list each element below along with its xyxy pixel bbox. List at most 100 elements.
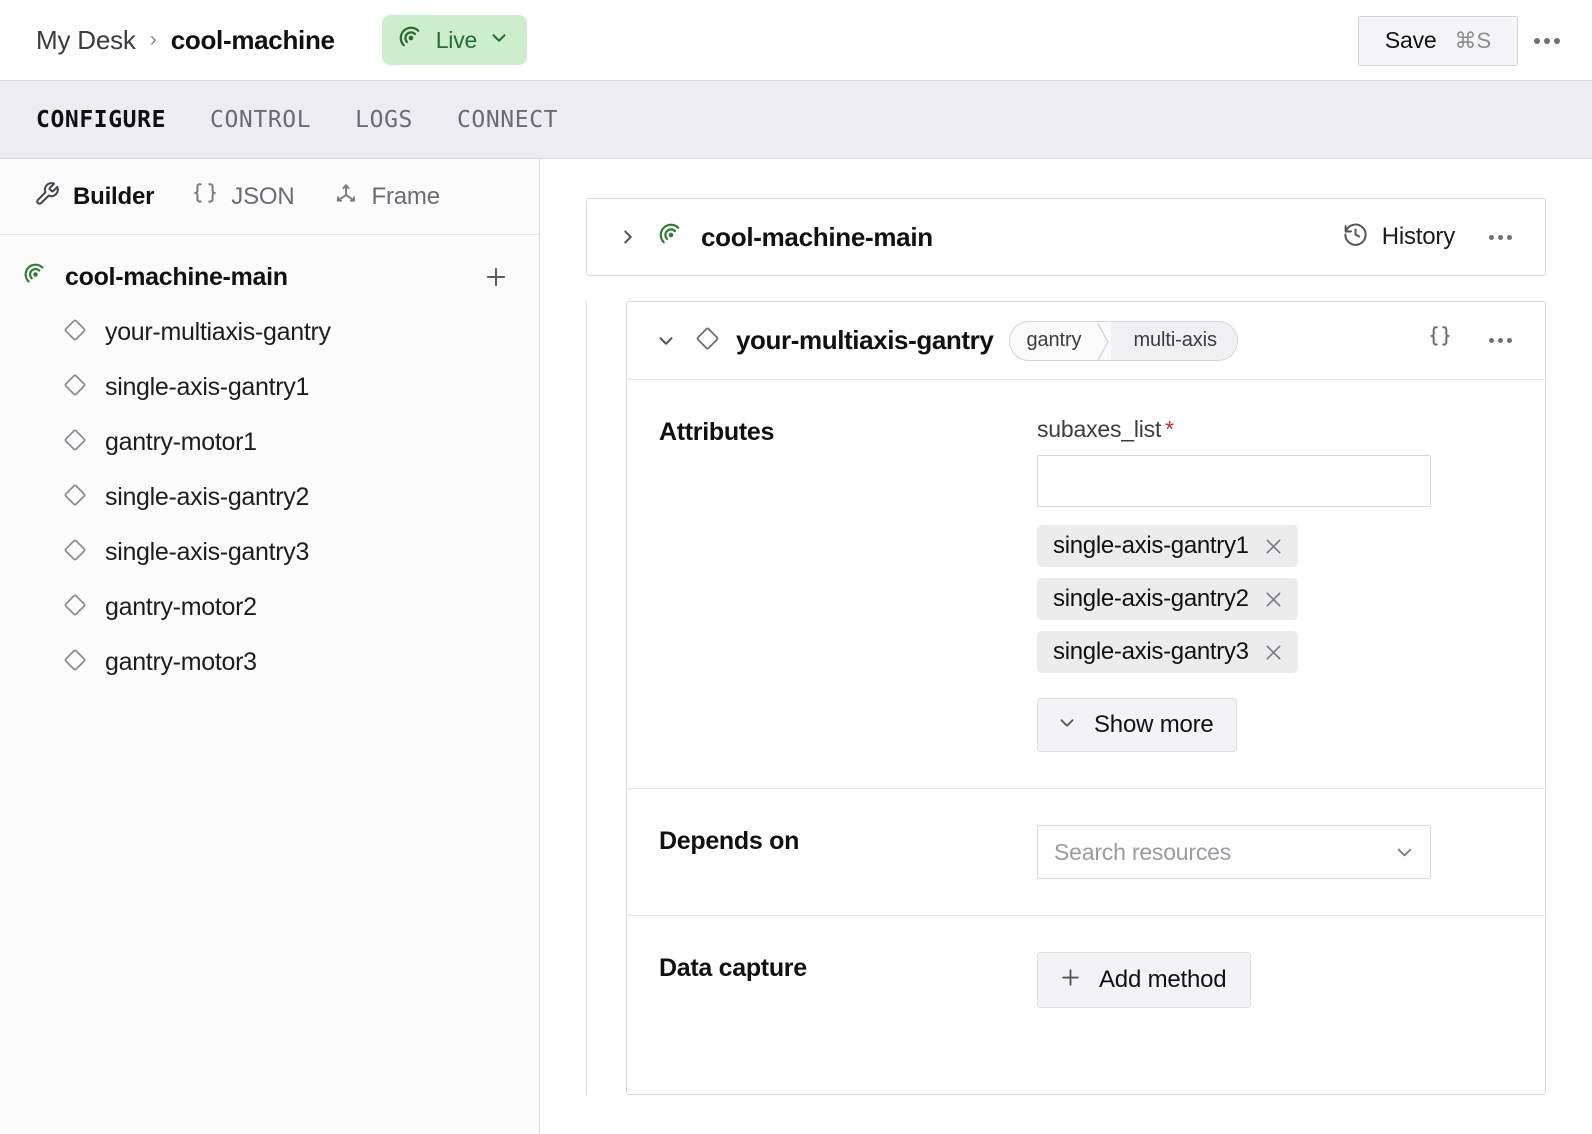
attributes-row-label: Attributes bbox=[659, 418, 775, 446]
braces-icon[interactable] bbox=[1427, 324, 1453, 357]
subaxes-list-tags: single-axis-gantry1 single-axis-gantry2 bbox=[1037, 525, 1517, 673]
view-tab-frame[interactable]: Frame bbox=[333, 181, 440, 212]
braces-icon bbox=[192, 181, 218, 212]
chevron-down-icon bbox=[488, 27, 510, 54]
tag-single-axis-gantry2: single-axis-gantry2 bbox=[1037, 578, 1298, 620]
view-tab-json[interactable]: JSON bbox=[192, 181, 295, 212]
tree-item-label: single-axis-gantry3 bbox=[105, 538, 310, 566]
tree-item-label: gantry-motor3 bbox=[105, 648, 257, 676]
depends-on-select[interactable]: Search resources bbox=[1037, 825, 1431, 879]
machine-part-actions: History bbox=[1342, 214, 1523, 260]
tab-connect[interactable]: CONNECT bbox=[456, 106, 559, 133]
machine-part-title: cool-machine-main bbox=[701, 221, 933, 252]
main-tab-bar: CONFIGURE CONTROL LOGS CONNECT bbox=[0, 81, 1592, 159]
content-area: Builder JSON bbox=[0, 159, 1592, 1134]
depends-on-row: Depends on Search resources bbox=[627, 789, 1545, 916]
diamond-icon bbox=[694, 325, 721, 357]
subaxes-list-field-label: subaxes_list* bbox=[1037, 416, 1517, 443]
tree-item-label: single-axis-gantry2 bbox=[105, 483, 310, 511]
live-status-label: Live bbox=[435, 26, 478, 53]
remove-tag-icon[interactable] bbox=[1263, 536, 1284, 557]
add-resource-button[interactable] bbox=[479, 260, 513, 294]
data-capture-row: Data capture Add method bbox=[627, 916, 1545, 1044]
top-bar-overflow-menu-button[interactable] bbox=[1524, 18, 1570, 64]
diamond-icon bbox=[62, 317, 88, 348]
tree-item-label: your-multiaxis-gantry bbox=[105, 318, 331, 346]
breadcrumb-root-link[interactable]: My Desk bbox=[36, 24, 136, 55]
view-tab-builder[interactable]: Builder bbox=[34, 181, 154, 212]
show-more-button[interactable]: Show more bbox=[1037, 698, 1237, 752]
subaxes-list-input[interactable] bbox=[1037, 455, 1431, 507]
depends-on-placeholder: Search resources bbox=[1054, 838, 1232, 865]
pill-chevron-divider-icon bbox=[1097, 322, 1111, 360]
tools-icon bbox=[34, 181, 60, 212]
diamond-icon bbox=[62, 592, 88, 623]
plus-icon bbox=[1058, 965, 1083, 995]
tree-item-gantry-motor1[interactable]: gantry-motor1 bbox=[0, 415, 539, 470]
tree-item-single-axis-gantry2[interactable]: single-axis-gantry2 bbox=[0, 470, 539, 525]
tag-single-axis-gantry1: single-axis-gantry1 bbox=[1037, 525, 1298, 567]
resource-config-card-header: your-multiaxis-gantry gantry multi-axis bbox=[627, 302, 1545, 380]
sidebar-view-tabs: Builder JSON bbox=[0, 159, 539, 235]
top-bar-actions: Save ⌘S bbox=[1358, 0, 1570, 81]
save-shortcut-label: ⌘S bbox=[1454, 27, 1492, 53]
tree-item-label: single-axis-gantry1 bbox=[105, 373, 310, 401]
tree-item-label: gantry-motor1 bbox=[105, 428, 257, 456]
tab-logs[interactable]: LOGS bbox=[355, 106, 413, 133]
depends-on-row-label: Depends on bbox=[659, 827, 800, 855]
diamond-icon bbox=[62, 482, 88, 513]
depends-on-row-body: Search resources bbox=[1037, 825, 1517, 879]
show-more-label: Show more bbox=[1094, 711, 1214, 738]
breadcrumb-current: cool-machine bbox=[170, 24, 335, 55]
diamond-icon bbox=[62, 372, 88, 403]
diamond-icon bbox=[62, 537, 88, 568]
breadcrumb: My Desk › cool-machine bbox=[36, 25, 335, 56]
live-status-badge[interactable]: Live bbox=[381, 15, 528, 65]
save-button-label: Save bbox=[1384, 27, 1437, 53]
attributes-row-body: subaxes_list* single-axis-gantry1 bbox=[1037, 416, 1517, 752]
resource-config-card: your-multiaxis-gantry gantry multi-axis bbox=[626, 301, 1546, 1095]
diamond-icon bbox=[62, 647, 88, 678]
add-method-button[interactable]: Add method bbox=[1037, 952, 1252, 1008]
attributes-row: Attributes subaxes_list* single-axis-gan… bbox=[627, 380, 1545, 789]
history-button-label: History bbox=[1381, 223, 1455, 250]
save-button[interactable]: Save ⌘S bbox=[1358, 15, 1518, 66]
tree-item-gantry-motor2[interactable]: gantry-motor2 bbox=[0, 580, 539, 635]
resource-overflow-menu-button[interactable] bbox=[1477, 318, 1523, 364]
add-method-label: Add method bbox=[1099, 966, 1227, 993]
tag-label: single-axis-gantry2 bbox=[1053, 585, 1249, 612]
data-capture-row-body: Add method bbox=[1037, 952, 1517, 1008]
chevron-down-icon bbox=[1393, 841, 1416, 864]
tree-item-single-axis-gantry3[interactable]: single-axis-gantry3 bbox=[0, 525, 539, 580]
tab-control[interactable]: CONTROL bbox=[210, 106, 312, 133]
nested-resources-container: your-multiaxis-gantry gantry multi-axis bbox=[586, 301, 1546, 1095]
remove-tag-icon[interactable] bbox=[1263, 589, 1284, 610]
tree-item-gantry-motor3[interactable]: gantry-motor3 bbox=[0, 635, 539, 690]
remove-tag-icon[interactable] bbox=[1263, 642, 1284, 663]
tree-item-single-axis-gantry1[interactable]: single-axis-gantry1 bbox=[0, 360, 539, 415]
machine-part-card-header: cool-machine-main History bbox=[586, 198, 1546, 276]
tab-configure[interactable]: CONFIGURE bbox=[36, 106, 167, 133]
tag-label: single-axis-gantry3 bbox=[1053, 638, 1249, 665]
subaxes-list-label-text: subaxes_list bbox=[1037, 416, 1162, 442]
history-clock-icon bbox=[1342, 221, 1369, 253]
breadcrumb-separator-icon: › bbox=[149, 28, 157, 51]
resource-type-primary: gantry bbox=[1026, 329, 1082, 351]
broadcast-icon bbox=[657, 221, 685, 254]
data-capture-row-label: Data capture bbox=[659, 954, 807, 982]
tree-item-label: gantry-motor2 bbox=[105, 593, 257, 621]
view-tab-frame-label: Frame bbox=[371, 182, 441, 210]
tree-root-cool-machine-main[interactable]: cool-machine-main bbox=[0, 249, 539, 305]
machine-part-overflow-menu-button[interactable] bbox=[1477, 214, 1523, 260]
chevron-right-icon[interactable] bbox=[617, 226, 639, 248]
tree-item-your-multiaxis-gantry[interactable]: your-multiaxis-gantry bbox=[0, 305, 539, 360]
history-button[interactable]: History bbox=[1342, 221, 1455, 253]
broadcast-icon bbox=[397, 24, 425, 57]
tag-single-axis-gantry3: single-axis-gantry3 bbox=[1037, 631, 1298, 673]
chevron-down-icon[interactable] bbox=[655, 330, 677, 352]
main-panel: cool-machine-main History bbox=[540, 159, 1592, 1134]
sidebar: Builder JSON bbox=[0, 159, 540, 1134]
resource-type-pill: gantry multi-axis bbox=[1009, 320, 1238, 361]
chevron-down-icon bbox=[1056, 712, 1078, 739]
resource-config-card-actions bbox=[1427, 318, 1523, 364]
